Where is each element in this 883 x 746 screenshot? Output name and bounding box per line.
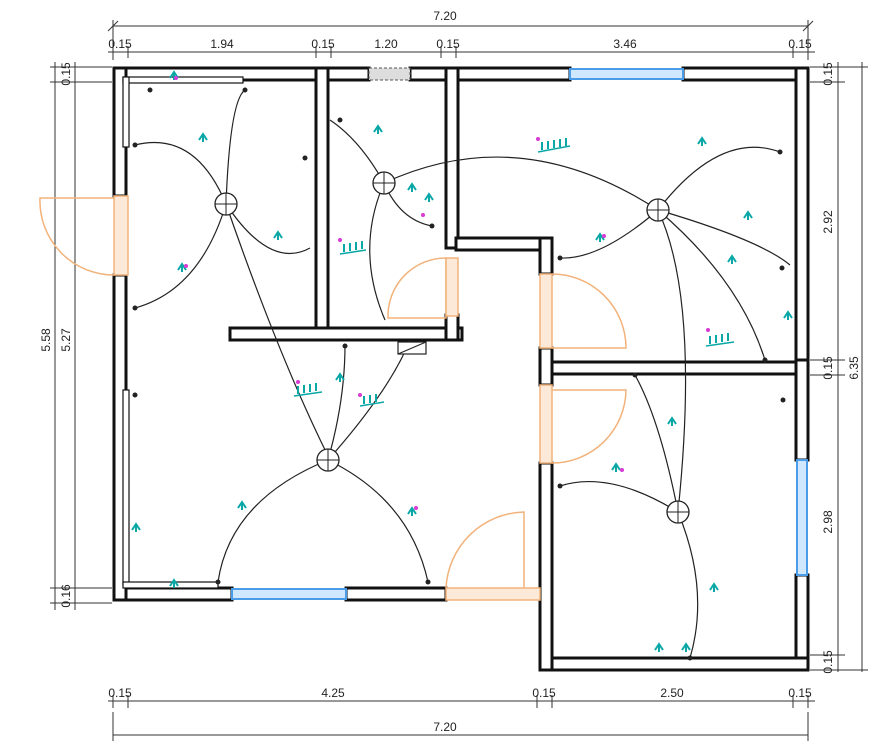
- top-seg-3: 0.15: [311, 37, 335, 51]
- left-top-label: 0.15: [59, 62, 73, 86]
- dimension-labels: 7.20 0.15 1.94 0.15 1.20 0.15 3.46 0.15 …: [39, 9, 861, 734]
- left-bottom-label: 0.16: [59, 584, 73, 608]
- walls: [112, 66, 810, 672]
- dimension-lines: [50, 20, 868, 741]
- switch-icon: [335, 372, 345, 382]
- switch-icon: [131, 522, 141, 532]
- ceiling-light-icon: [666, 500, 690, 524]
- ceiling-light-icon: [372, 171, 396, 195]
- right-seg-5: 0.15: [821, 650, 835, 674]
- window-right: [796, 459, 808, 576]
- light-fixtures: [214, 171, 690, 524]
- switch-icon: [667, 416, 677, 426]
- outlet-icon: [338, 238, 367, 255]
- switch-icon: [169, 578, 179, 588]
- bottom-seg-3: 0.15: [532, 686, 556, 700]
- right-seg-1: 0.15: [821, 62, 835, 86]
- top-seg-5: 0.15: [436, 37, 460, 51]
- left-outer-label: 5.58: [39, 328, 53, 352]
- top-total-label: 7.20: [433, 9, 457, 23]
- outlet-icon: [358, 393, 385, 407]
- top-seg-2: 1.94: [210, 37, 234, 51]
- switch-icon: [681, 642, 691, 652]
- top-seg-1: 0.15: [108, 37, 132, 51]
- switch-icon: [198, 132, 208, 142]
- outlet-icon: [536, 137, 571, 153]
- switch-icon: [237, 500, 247, 510]
- ceiling-light-icon: [646, 198, 670, 222]
- switch-icon: [611, 462, 621, 472]
- left-inner-label: 5.27: [59, 328, 73, 352]
- junction-points: [132, 87, 786, 661]
- switch-icon: [373, 124, 383, 134]
- switch-icon: [169, 70, 179, 80]
- doors: [39, 195, 627, 601]
- switch-icon: [727, 254, 737, 264]
- ceiling-light-icon: [214, 192, 238, 216]
- top-seg-4: 1.20: [374, 37, 398, 51]
- switch-icon: [407, 182, 417, 192]
- electrical-panel-icon: [397, 341, 427, 355]
- switch-icon: [424, 192, 434, 202]
- switch-icon: [743, 210, 753, 220]
- switch-icon: [273, 230, 283, 240]
- outlet-icon: [293, 380, 323, 397]
- windows: [231, 67, 808, 600]
- window-bottom: [231, 588, 347, 600]
- bottom-seg-1: 0.15: [108, 686, 132, 700]
- switch-icon: [709, 582, 719, 592]
- right-seg-2: 2.92: [821, 210, 835, 234]
- top-seg-6: 3.46: [613, 37, 637, 51]
- switch-icon: [177, 262, 187, 272]
- switch-icon: [783, 310, 793, 320]
- right-seg-4: 2.98: [821, 510, 835, 534]
- bottom-seg-2: 4.25: [321, 686, 345, 700]
- bottom-seg-5: 0.15: [788, 686, 812, 700]
- vent-top: [368, 67, 411, 81]
- switch-icon: [654, 642, 664, 652]
- switch-icon: [697, 136, 707, 146]
- ceiling-light-icon: [316, 448, 340, 472]
- switch-icon: [407, 506, 417, 516]
- top-seg-7: 0.15: [788, 37, 812, 51]
- window-top: [569, 68, 684, 80]
- bottom-seg-4: 2.50: [660, 686, 684, 700]
- electrical-symbols: [131, 70, 793, 652]
- right-total-label: 6.35: [847, 356, 861, 380]
- switch-icon: [595, 232, 605, 242]
- outlet-icon: [705, 328, 735, 347]
- right-seg-3: 0.15: [821, 356, 835, 380]
- bottom-total-label: 7.20: [433, 720, 457, 734]
